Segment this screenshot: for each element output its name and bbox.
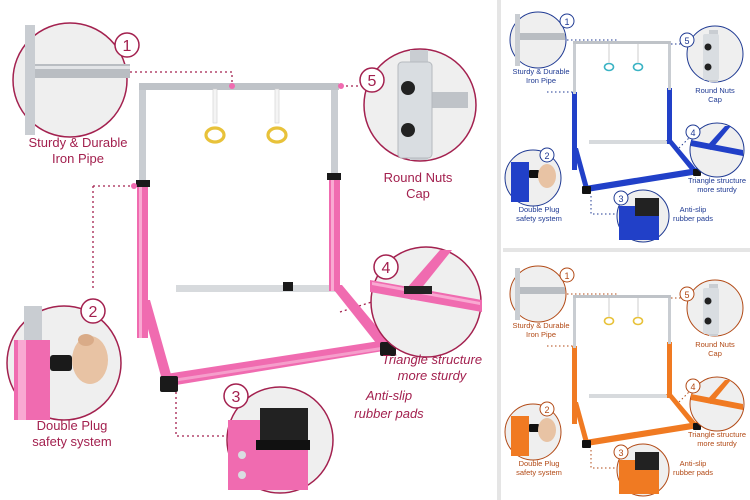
label-2-line1: Double Plug <box>37 418 108 433</box>
label-3-line2: rubber pads <box>354 406 424 421</box>
blue-label-2a: Double Plug <box>519 205 560 214</box>
badge-2: 2 <box>80 298 106 324</box>
orange-badge-3: 3 <box>618 448 623 458</box>
blue-badge-2: 2 <box>544 151 549 161</box>
blue-variant-panel: 1 2 3 4 5 Sturdy & Durable Iron Pipe Dou… <box>503 0 750 246</box>
leader-4 <box>339 299 379 313</box>
orange-badge-2: 2 <box>544 405 549 415</box>
blue-badge-5: 5 <box>684 36 689 46</box>
feature-labels: Sturdy & Durable Iron Pipe Double Plug s… <box>29 135 483 449</box>
label-1-line1: Sturdy & Durable <box>29 135 128 150</box>
orange-variant-panel: 1 2 3 4 5 Sturdy & Durable Iron Pipe Dou… <box>503 254 750 500</box>
leader-lines <box>92 71 379 437</box>
orange-label-3b: rubber pads <box>673 468 713 477</box>
blue-label-5a: Round Nuts <box>695 86 735 95</box>
front-rail <box>166 340 390 386</box>
label-5-line1: Round Nuts <box>384 170 453 185</box>
top-bar <box>139 83 339 90</box>
orange-label-4a: Triangle structure <box>688 430 746 439</box>
blue-label-3b: rubber pads <box>673 214 713 223</box>
badge-1-num: 1 <box>123 38 132 55</box>
leader-1 <box>130 71 233 86</box>
orange-label-1b: Iron Pipe <box>526 330 556 339</box>
badge-5-num: 5 <box>368 73 377 90</box>
right-upright-pink <box>329 176 340 291</box>
callout-triangle-structure <box>370 246 482 358</box>
blue-label-4a: Triangle structure <box>688 176 746 185</box>
callout-round-nuts-cap <box>363 48 477 162</box>
blue-label-4b: more sturdy <box>697 185 737 194</box>
orange-labels: Sturdy & Durable Iron Pipe Double Plug s… <box>512 321 746 477</box>
badge-4-num: 4 <box>382 260 391 277</box>
foot-pad-front-left <box>160 376 178 392</box>
label-5-line2: Cap <box>406 186 430 201</box>
left-upright-steel <box>139 86 146 186</box>
orange-label-5b: Cap <box>708 349 722 358</box>
label-3-line1: Anti-slip <box>365 388 412 403</box>
number-badges: 1 2 3 4 5 <box>80 32 399 409</box>
orange-label-4b: more sturdy <box>697 439 737 448</box>
blue-label-1b: Iron Pipe <box>526 76 556 85</box>
orange-label-2b: safety system <box>516 468 562 477</box>
orange-label-2a: Double Plug <box>519 459 560 468</box>
orange-product-illustration: 1 2 3 4 5 Sturdy & Durable Iron Pipe Dou… <box>504 265 746 497</box>
main-product-illustration: 1 2 3 4 5 Sturdy & Durable Iron Pipe Dou… <box>6 22 483 494</box>
badge-4: 4 <box>373 254 399 280</box>
orange-badge-1: 1 <box>564 271 569 281</box>
blue-label-5b: Cap <box>708 95 722 104</box>
orange-label-3a: Anti-slip <box>680 459 707 468</box>
blue-frame <box>572 41 701 194</box>
callout-iron-pipe <box>12 22 130 138</box>
blue-badges: 1 2 3 4 5 <box>539 13 701 206</box>
blue-label-3a: Anti-slip <box>680 205 707 214</box>
orange-badge-4: 4 <box>690 382 695 392</box>
orange-badges: 1 2 3 4 5 <box>539 267 701 460</box>
gymnastic-rings <box>204 88 288 144</box>
gym-bar-frame <box>131 83 396 392</box>
blue-label-1a: Sturdy & Durable <box>512 67 569 76</box>
callout-anti-slip-pads <box>226 386 334 494</box>
blue-label-2b: safety system <box>516 214 562 223</box>
main-product-panel: 1 2 3 4 5 Sturdy & Durable Iron Pipe Dou… <box>6 22 483 494</box>
label-1-line2: Iron Pipe <box>52 151 104 166</box>
badge-3-num: 3 <box>232 389 241 406</box>
left-upright-pink <box>137 183 148 338</box>
blue-badge-3: 3 <box>618 194 623 204</box>
callout-double-plug <box>6 305 122 421</box>
horizontal-divider <box>503 248 750 252</box>
foot-pad-back <box>283 282 293 291</box>
blue-badge-1: 1 <box>564 17 569 27</box>
back-rail <box>176 285 336 292</box>
label-2-line2: safety system <box>32 434 111 449</box>
badge-5: 5 <box>359 67 385 93</box>
orange-label-1a: Sturdy & Durable <box>512 321 569 330</box>
label-4-line1: Triangle structure <box>382 352 482 367</box>
right-upright-steel <box>331 86 338 178</box>
right-base-rail <box>330 285 392 348</box>
label-4-line2: more sturdy <box>398 368 468 383</box>
blue-labels: Sturdy & Durable Iron Pipe Double Plug s… <box>512 67 746 223</box>
orange-frame <box>572 295 701 448</box>
badge-3: 3 <box>223 383 249 409</box>
blue-badge-4: 4 <box>690 128 695 138</box>
badge-2-num: 2 <box>89 304 98 321</box>
orange-label-5a: Round Nuts <box>695 340 735 349</box>
orange-badge-5: 5 <box>684 290 689 300</box>
leader-3 <box>175 392 232 437</box>
vertical-divider <box>497 0 501 500</box>
badge-1: 1 <box>114 32 140 58</box>
blue-product-illustration: 1 2 3 4 5 Sturdy & Durable Iron Pipe Dou… <box>504 11 746 243</box>
